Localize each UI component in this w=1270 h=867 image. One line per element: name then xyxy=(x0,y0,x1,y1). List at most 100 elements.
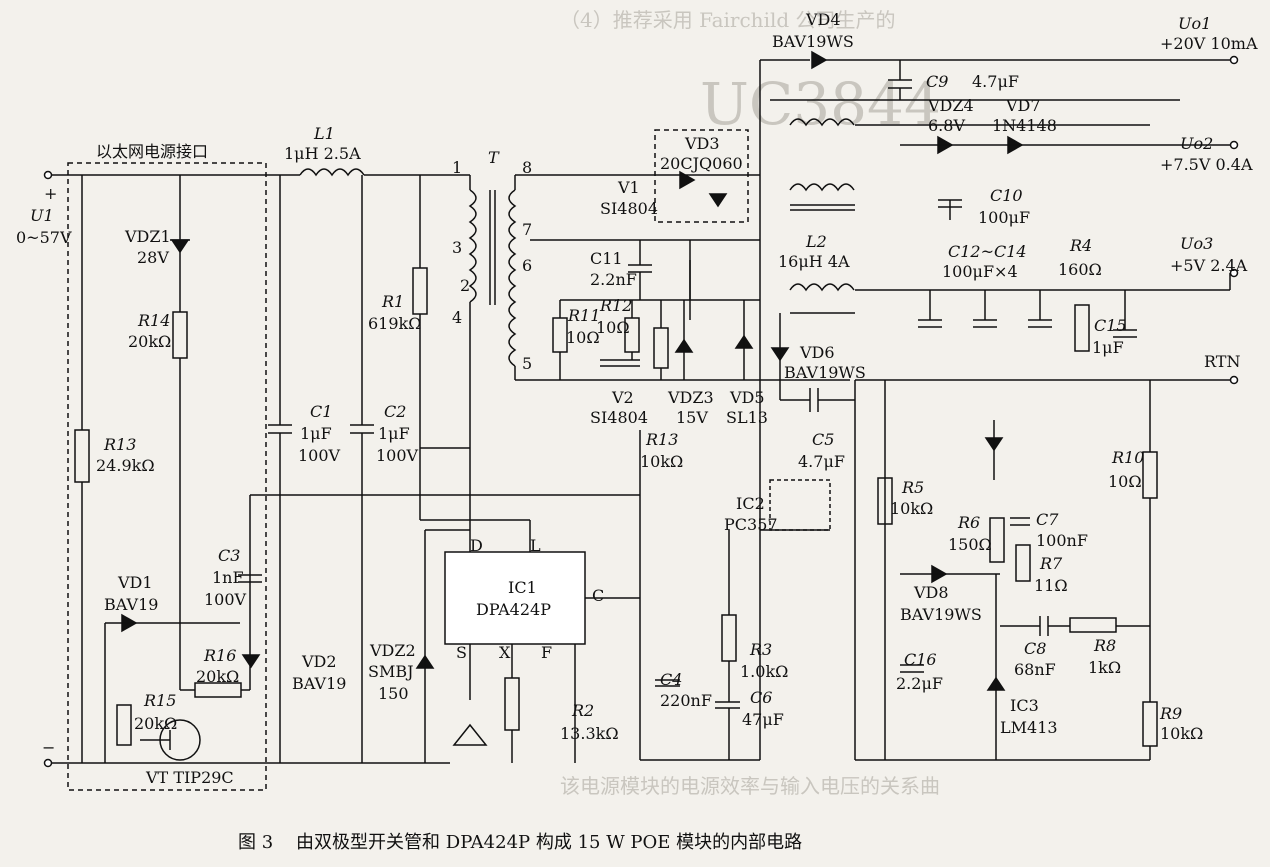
r3-value: 1.0kΩ xyxy=(740,662,789,681)
r9-resistor xyxy=(1142,701,1158,747)
uo1-symbol: Uo1 xyxy=(1178,14,1212,33)
ic2-value: PC357 xyxy=(724,515,778,534)
l2-value: 16μH 4A xyxy=(778,252,850,271)
c5-value: 4.7μF xyxy=(798,452,845,471)
vdz4-value: 6.8V xyxy=(928,116,965,135)
c5-label: C5 xyxy=(812,430,835,449)
r6-resistor xyxy=(989,517,1005,563)
r13b-value: 10kΩ xyxy=(640,452,684,471)
vdz2-value-2: 150 xyxy=(378,684,409,703)
ic1-label: IC1 xyxy=(508,578,537,597)
r10-label: R10 xyxy=(1112,448,1145,467)
vdz1-label: VDZ1 xyxy=(125,227,171,246)
r6-value: 150Ω xyxy=(948,535,992,554)
l2-inductor xyxy=(789,283,855,292)
l1-label: L1 xyxy=(314,124,335,143)
vd7-value: 1N4148 xyxy=(992,116,1057,135)
r5-resistor xyxy=(877,477,893,525)
winding-pin-5: 5 xyxy=(522,354,533,373)
r9-value: 10kΩ xyxy=(1160,724,1204,743)
ic3-value: LM413 xyxy=(1000,718,1058,737)
transformer-secondary xyxy=(508,189,517,367)
r14-label: R14 xyxy=(138,311,171,330)
r14-value: 20kΩ xyxy=(128,332,172,351)
vd1-value: BAV19 xyxy=(104,595,159,614)
vd4-diode xyxy=(811,50,828,70)
vd8-value: BAV19WS xyxy=(900,605,982,624)
r4-value: 160Ω xyxy=(1058,260,1102,279)
r16-label: R16 xyxy=(204,646,237,665)
transformer-label: T xyxy=(488,148,499,167)
ic1-pin-l: L xyxy=(530,536,541,555)
dpa424p-ic-box xyxy=(444,551,586,645)
r5-value: 10kΩ xyxy=(890,499,934,518)
r7-label: R7 xyxy=(1040,554,1063,573)
input-terminal-minus xyxy=(43,758,53,768)
vdz1-zener xyxy=(170,239,190,254)
v2-value: SI4804 xyxy=(590,408,648,427)
vd3-value: 20CJQ060 xyxy=(660,154,743,173)
source-tab xyxy=(452,723,488,746)
uo3-spec: +5V 2.4A xyxy=(1170,256,1248,275)
r6-label: R6 xyxy=(958,513,981,532)
vd6-value: BAV19WS xyxy=(784,363,866,382)
r13b-resistor xyxy=(653,327,669,369)
c6-value: 47μF xyxy=(742,710,784,729)
c4-label: C4 xyxy=(660,670,683,689)
vd1-label: VD1 xyxy=(118,573,153,592)
c3-voltage: 100V xyxy=(204,590,247,609)
c12-c14-value: 100μF×4 xyxy=(942,262,1018,281)
vd5-value: SL13 xyxy=(726,408,768,427)
l1-inductor xyxy=(299,168,365,177)
c15-value: 1μF xyxy=(1092,338,1124,357)
winding-uo1 xyxy=(789,118,855,127)
c16-label: C16 xyxy=(904,650,937,669)
c7-label: C7 xyxy=(1036,510,1059,529)
input-minus-sign: − xyxy=(42,738,56,757)
winding-pin-4: 4 xyxy=(452,308,463,327)
rtn-label: RTN xyxy=(1204,352,1241,371)
c3-value: 1nF xyxy=(212,568,244,587)
vdz3-value: 15V xyxy=(676,408,708,427)
transformer-primary xyxy=(468,189,477,303)
ic1-pin-c: C xyxy=(592,586,605,605)
l1-value: 1μH 2.5A xyxy=(284,144,361,163)
vdz3-label: VDZ3 xyxy=(668,388,714,407)
v1-value: SI4804 xyxy=(600,199,658,218)
vd6-label: VD6 xyxy=(800,343,835,362)
c9-value: 4.7μF xyxy=(972,72,1019,91)
ic3-label: IC3 xyxy=(1010,696,1039,715)
r12-label: R12 xyxy=(600,296,633,315)
vd5-label: VD5 xyxy=(730,388,765,407)
winding-pin-7: 7 xyxy=(522,220,533,239)
uo2-spec: +7.5V 0.4A xyxy=(1160,155,1253,174)
c6-label: C6 xyxy=(750,688,773,707)
r13-value: 24.9kΩ xyxy=(96,456,155,475)
uo1-spec: +20V 10mA xyxy=(1160,34,1258,53)
c1-value: 1μF xyxy=(300,424,332,443)
vd4-label: VD4 xyxy=(806,10,841,29)
vd2-diode xyxy=(241,654,261,669)
output-terminal-rtn xyxy=(1229,375,1239,385)
r15-label: R15 xyxy=(144,691,177,710)
c2-voltage: 100V xyxy=(376,446,419,465)
uo3-symbol: Uo3 xyxy=(1180,234,1214,253)
r13-label: R13 xyxy=(104,435,137,454)
vt-label: VT TIP29C xyxy=(146,768,234,787)
r11-resistor xyxy=(552,317,568,353)
figure-caption: 图 3 由双极型开关管和 DPA424P 构成 15 W POE 模块的内部电路 xyxy=(238,832,803,853)
c11-label: C11 xyxy=(590,249,623,268)
ic1-pin-d: D xyxy=(470,536,483,555)
r7-value: 11Ω xyxy=(1034,576,1068,595)
r3-label: R3 xyxy=(750,640,773,659)
r9-label: R9 xyxy=(1160,704,1183,723)
r3-resistor xyxy=(721,614,737,662)
c1-voltage: 100V xyxy=(298,446,341,465)
r10-resistor xyxy=(1142,451,1158,499)
r1-label: R1 xyxy=(382,292,405,311)
r2-value: 13.3kΩ xyxy=(560,724,619,743)
r1-value: 619kΩ xyxy=(368,314,422,333)
c11-value: 2.2nF xyxy=(590,270,637,289)
r13-resistor xyxy=(74,429,90,483)
